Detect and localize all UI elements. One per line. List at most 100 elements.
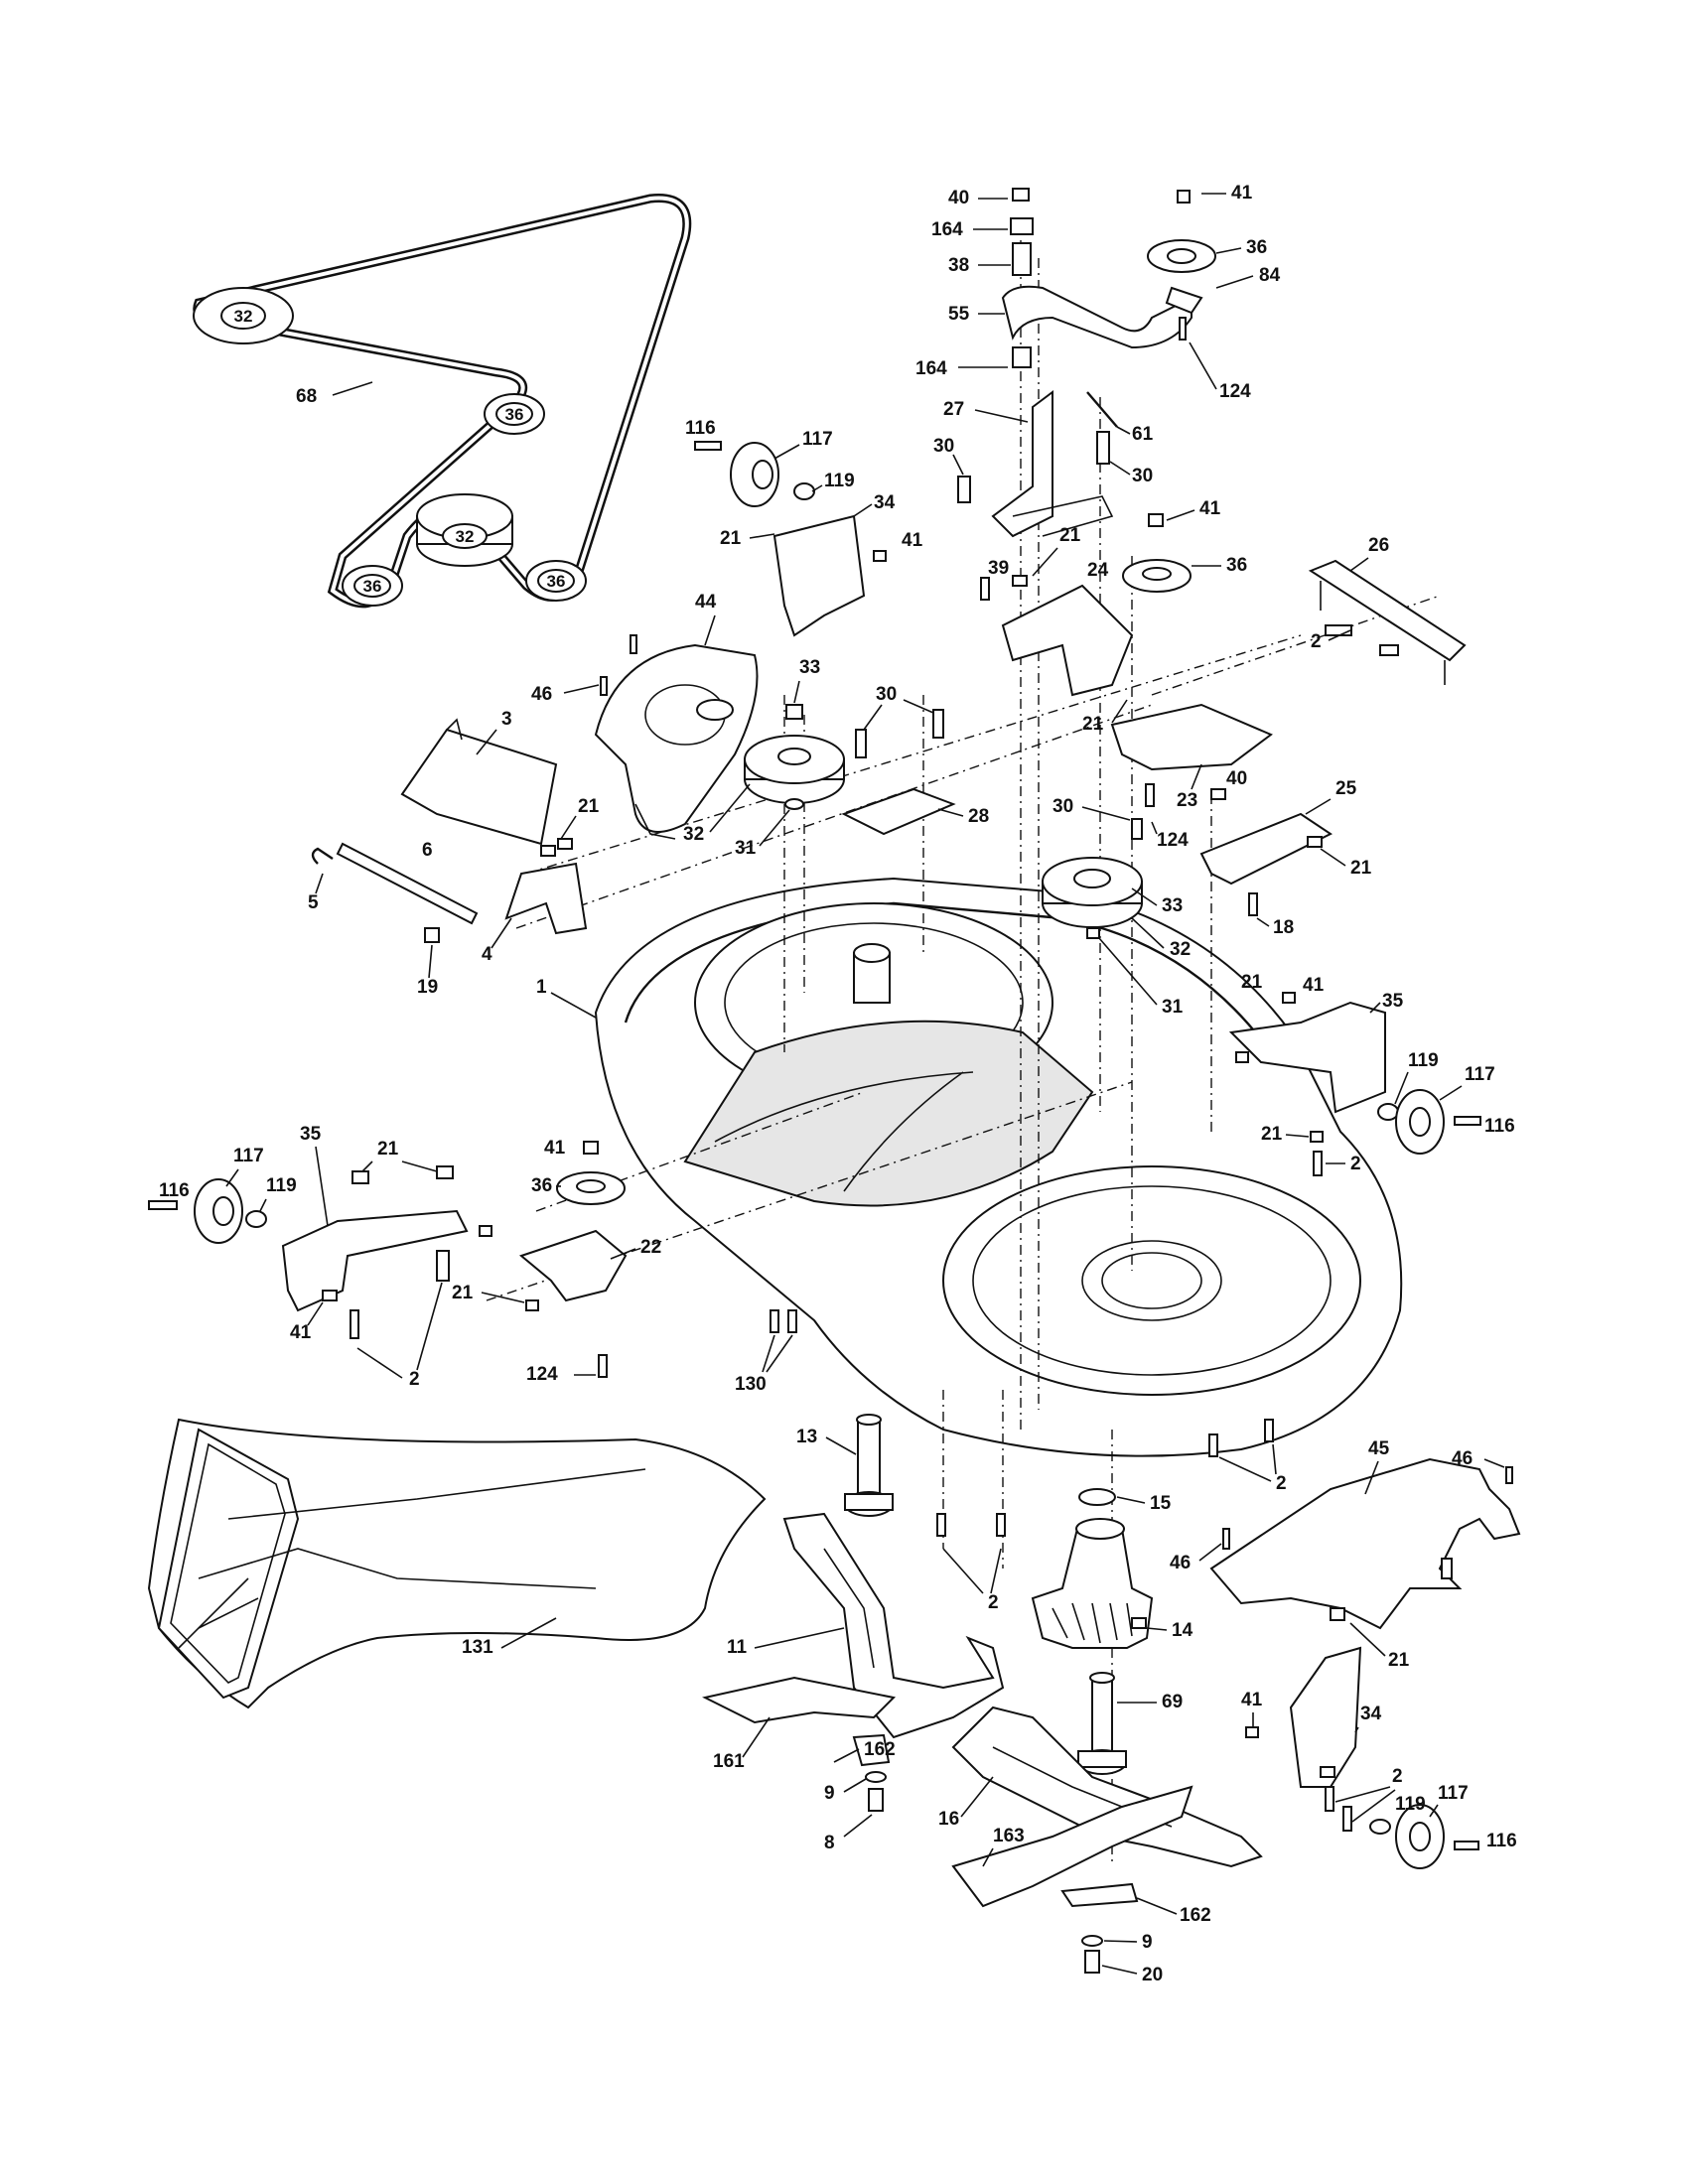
callout-21: 21 (377, 1139, 399, 1160)
callout-21: 21 (452, 1283, 474, 1303)
callout-2: 2 (1311, 631, 1322, 652)
screw-2-icon (996, 1513, 1006, 1537)
washer-31-icon (784, 798, 804, 810)
callout-30: 30 (1052, 796, 1073, 817)
bracket-4 (504, 862, 588, 935)
callout-117: 117 (1465, 1064, 1495, 1085)
callout-116: 116 (159, 1180, 190, 1201)
callout-2: 2 (1350, 1154, 1361, 1174)
callout-14: 14 (1172, 1620, 1193, 1641)
washer-9-icon (865, 1771, 887, 1783)
nut-21-icon (525, 1299, 539, 1311)
callout-21: 21 (1241, 972, 1263, 993)
bolt-19-icon (424, 927, 440, 943)
pulley-36-icon (484, 393, 545, 435)
callout-163: 163 (993, 1826, 1025, 1846)
washer-9-icon (1081, 1935, 1103, 1947)
callout-32: 32 (1170, 939, 1191, 960)
callout-15: 15 (1150, 1493, 1172, 1514)
screw-2-icon (936, 1513, 946, 1537)
callout-46: 46 (531, 684, 552, 705)
callout-61: 61 (1132, 424, 1154, 445)
discharge-chute-131 (147, 1418, 767, 1709)
nut-21-icon (557, 838, 573, 850)
callout-119: 119 (266, 1175, 297, 1196)
callout-164: 164 (931, 219, 963, 240)
callout-21: 21 (1388, 1650, 1410, 1671)
callout-45: 45 (1368, 1438, 1390, 1459)
screw-46-icon (600, 676, 608, 696)
screw-46-icon (630, 634, 637, 654)
callout-2: 2 (988, 1592, 999, 1613)
screw-39-icon (980, 577, 990, 601)
nut-21-icon (1307, 836, 1323, 848)
blade-adapter-162 (852, 1733, 891, 1767)
callout-35: 35 (300, 1124, 322, 1145)
callout-9: 9 (1142, 1932, 1153, 1953)
callout-31: 31 (1162, 997, 1184, 1018)
callout-9: 9 (824, 1783, 835, 1804)
screw-2-icon (1208, 1433, 1218, 1457)
callout-131: 131 (462, 1637, 493, 1658)
callout-32: 32 (234, 307, 253, 326)
callout-46: 46 (1170, 1553, 1191, 1573)
callout-21: 21 (1082, 714, 1104, 735)
callout-116: 116 (1486, 1831, 1517, 1851)
callout-21: 21 (1350, 858, 1372, 879)
pulley-32-icon (193, 287, 294, 344)
mulching-blade-163 (951, 1785, 1193, 1908)
bracket-24 (1001, 584, 1134, 697)
callout-162: 162 (1180, 1905, 1211, 1926)
nut-21-icon (540, 845, 556, 857)
callout-55: 55 (948, 304, 970, 325)
bracket-28 (841, 787, 956, 836)
callout-21: 21 (1261, 1124, 1283, 1145)
callout-21: 21 (578, 796, 600, 817)
callout-116: 116 (1484, 1116, 1515, 1137)
callout-39: 39 (988, 558, 1009, 579)
bolt-30-icon (957, 431, 1110, 503)
anti-scalp-roller-assembly-bottom-right (1245, 1607, 1479, 1869)
callout-164: 164 (915, 358, 947, 379)
callout-41: 41 (1303, 975, 1325, 996)
callout-2: 2 (1392, 1766, 1403, 1787)
callout-84: 84 (1259, 265, 1281, 286)
nut-41-icon (583, 1141, 599, 1155)
callout-30: 30 (1132, 466, 1153, 486)
bolt-30-icon (855, 729, 867, 758)
anti-scalp-roller-assembly-top (694, 441, 887, 637)
callout-41: 41 (544, 1138, 566, 1159)
callout-69: 69 (1162, 1692, 1183, 1712)
callout-6: 6 (422, 840, 433, 861)
nut-21-icon (1012, 575, 1028, 587)
belt-routing-diagram: 32 36 32 36 36 68 (193, 194, 692, 609)
bolt-30-icon (1131, 818, 1143, 840)
nut-33-icon (785, 704, 803, 720)
pulley-32-icon (744, 735, 845, 804)
spindle-shaft-69 (1077, 1672, 1127, 1775)
washer-31-icon (1086, 927, 1100, 939)
callout-8: 8 (824, 1833, 835, 1853)
bolt-20-icon (1084, 1950, 1100, 1974)
callout-20: 20 (1142, 1965, 1163, 1985)
callout-68: 68 (296, 386, 317, 407)
callout-25: 25 (1335, 778, 1357, 799)
blade-adapter-162 (1060, 1882, 1139, 1908)
callout-31: 31 (735, 838, 757, 859)
callout-2: 2 (409, 1369, 420, 1390)
callout-33: 33 (1162, 895, 1183, 916)
callout-36: 36 (363, 577, 382, 596)
anti-scalp-roller-assembly-left (148, 1165, 469, 1339)
callout-28: 28 (968, 806, 989, 827)
screw-2-icon (1264, 1419, 1274, 1442)
callout-161: 161 (713, 1751, 745, 1772)
callout-117: 117 (1438, 1783, 1469, 1804)
callout-18: 18 (1273, 917, 1294, 938)
callout-36: 36 (531, 1175, 552, 1196)
callout-11: 11 (727, 1637, 748, 1658)
nut-21-icon (479, 1225, 492, 1237)
callout-40: 40 (948, 188, 969, 208)
callout-26: 26 (1368, 535, 1389, 556)
screw-46-icon (1505, 1466, 1513, 1484)
callout-36: 36 (1246, 237, 1267, 258)
